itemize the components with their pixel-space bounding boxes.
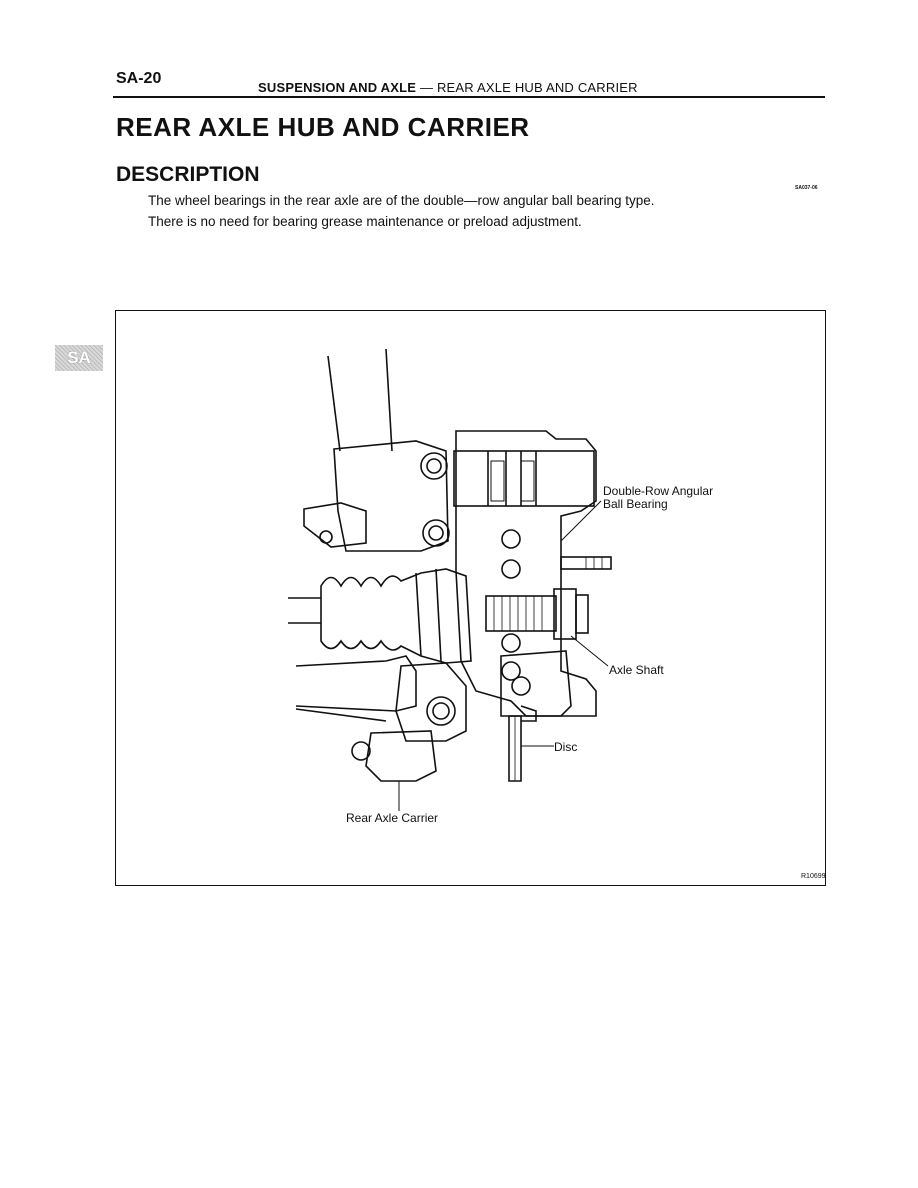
- label-bearing-line-1: Double-Row Angular: [603, 484, 714, 498]
- header-subsection: REAR AXLE HUB AND CARRIER: [436, 80, 638, 95]
- description-paragraph: The wheel bearings in the rear axle are …: [148, 190, 808, 232]
- label-rear-axle-carrier: Rear Axle Carrier: [346, 811, 439, 825]
- page-number: SA-20: [116, 70, 162, 87]
- label-axle-shaft: Axle Shaft: [609, 663, 664, 677]
- header-rule: [113, 96, 825, 98]
- running-header: SUSPENSION AND AXLE — REAR AXLE HUB AND …: [258, 80, 638, 95]
- rear-axle-hub-diagram: [288, 348, 612, 811]
- section-heading: DESCRIPTION: [116, 163, 260, 186]
- label-bearing-line-2: Ball Bearing: [603, 497, 668, 511]
- paragraph-line-1: The wheel bearings in the rear axle are …: [148, 193, 655, 208]
- paragraph-line-2: There is no need for bearing grease main…: [148, 214, 582, 229]
- page-title: REAR AXLE HUB AND CARRIER: [116, 112, 530, 142]
- doc-code: SA037-06: [795, 185, 818, 191]
- header-separator: —: [419, 80, 434, 95]
- figure-code: R10699: [801, 873, 826, 880]
- figure-box: Double-Row Angular Ball Bearing Axle Sha…: [115, 310, 826, 886]
- header-section: SUSPENSION AND AXLE: [258, 80, 417, 95]
- label-disc: Disc: [554, 740, 578, 754]
- section-tab: SA: [55, 345, 103, 371]
